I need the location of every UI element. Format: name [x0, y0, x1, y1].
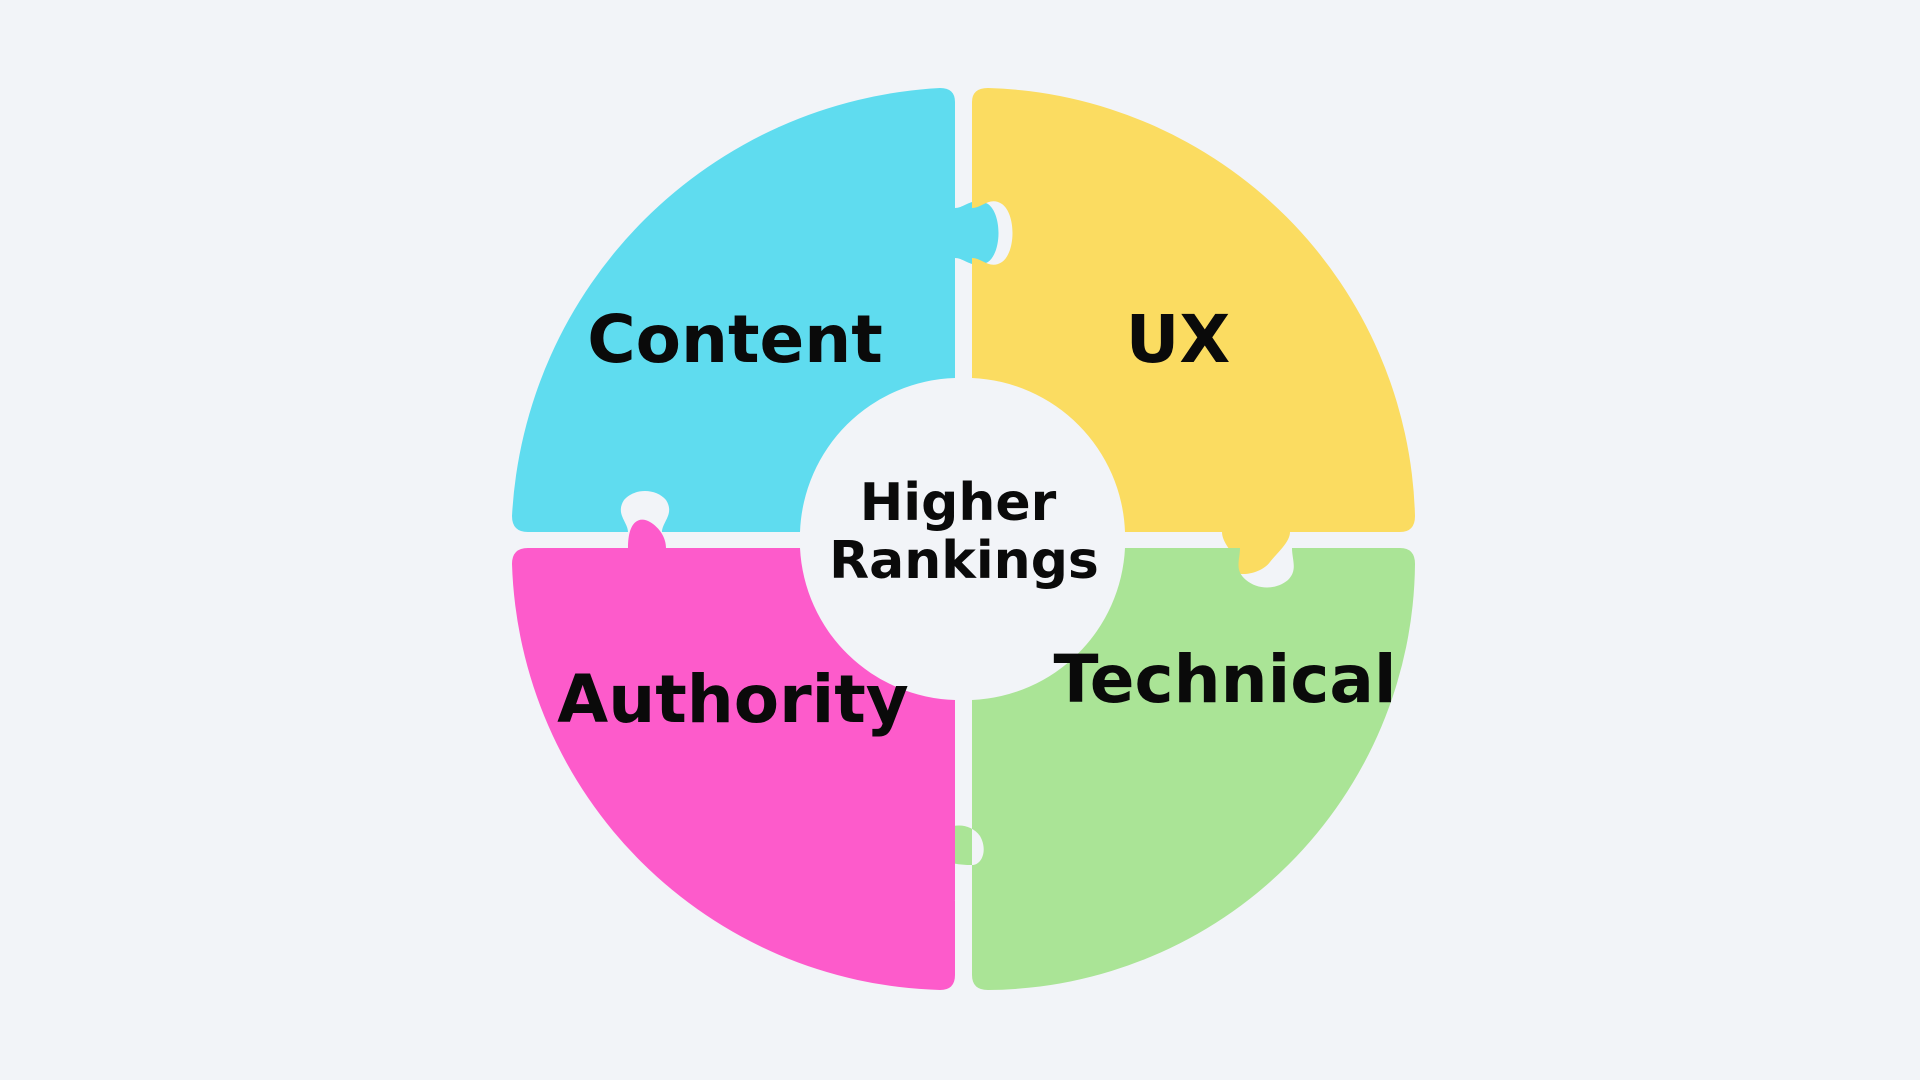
puzzle-piece-technical-shape — [934, 548, 1415, 990]
puzzle-piece-content-shape — [512, 88, 999, 532]
puzzle-piece-ux-shape — [972, 88, 1415, 574]
puzzle-piece-authority-label: Authority — [557, 661, 909, 738]
center-label-line-1: Higher — [860, 473, 1057, 533]
puzzle-piece-authority: Authority — [512, 519, 955, 990]
puzzle-piece-authority-shape — [512, 519, 955, 990]
puzzle-piece-ux: UX — [972, 88, 1415, 574]
puzzle-piece-content: Content — [512, 88, 999, 532]
puzzle-piece-content-label: Content — [587, 301, 883, 378]
center-label-line-2: Rankings — [829, 531, 1099, 591]
center-label: Higher Rankings — [829, 473, 1099, 591]
puzzle-piece-technical: Technical — [934, 548, 1415, 990]
puzzle-piece-technical-label: Technical — [1053, 641, 1396, 718]
puzzle-piece-ux-label: UX — [1126, 301, 1230, 378]
